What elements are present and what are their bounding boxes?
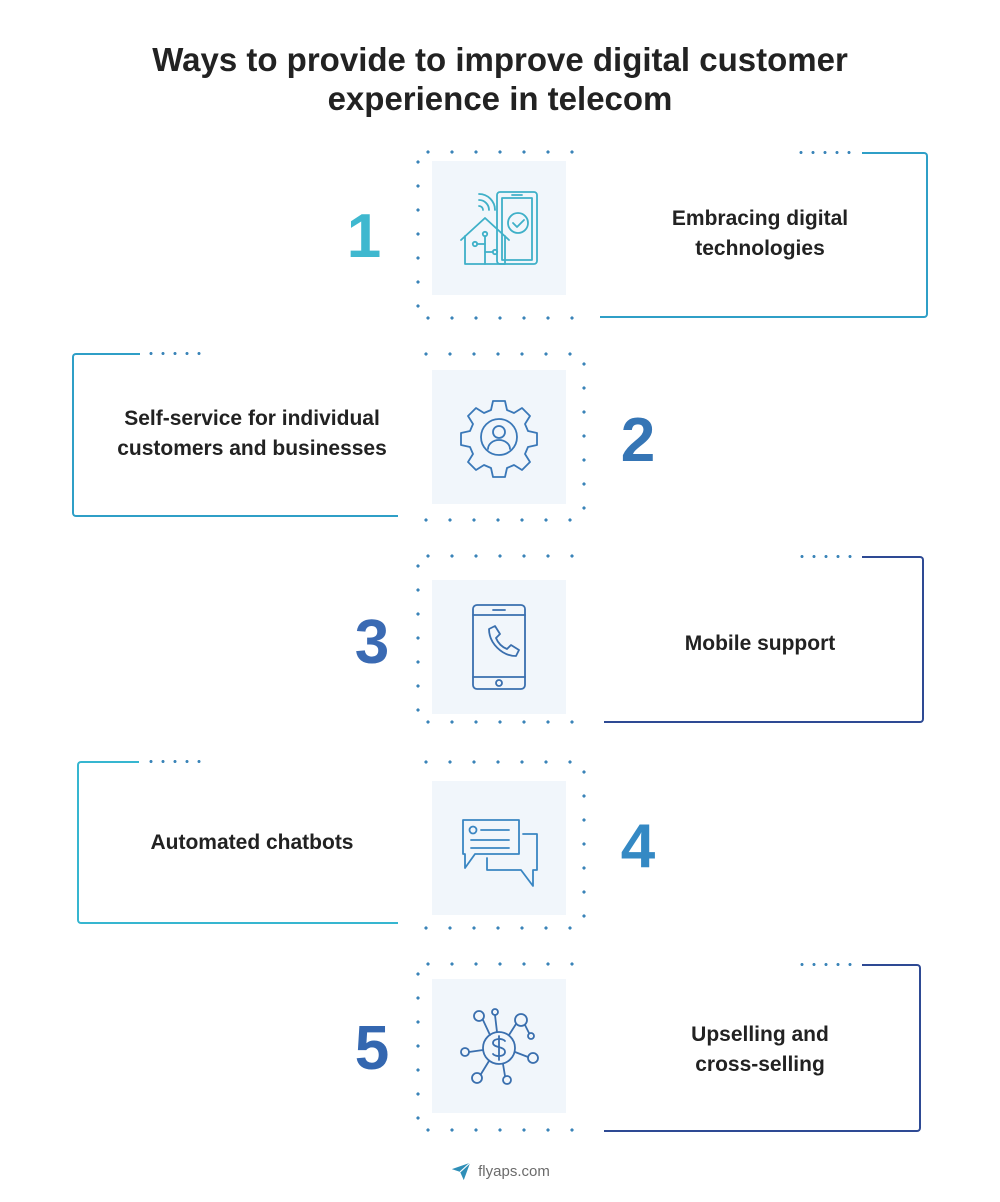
step-number: 5 [354, 1014, 390, 1083]
dotted-box [416, 554, 588, 724]
step-frame [72, 352, 410, 517]
step-frame [77, 760, 409, 924]
step-label: Embracing digital technologies [671, 207, 849, 260]
step-number: 4 [620, 812, 656, 881]
gear-user-icon [460, 400, 538, 478]
dotted-box [414, 760, 586, 930]
step-frame [600, 151, 928, 318]
icon-tile [432, 580, 566, 714]
step-number: 1 [346, 202, 382, 271]
footer-brand[interactable]: flyaps.com [478, 1162, 550, 1180]
paper-plane-icon [451, 1162, 471, 1181]
frame-dots [796, 963, 856, 966]
title-line-1: Ways to provide to improve digital custo… [152, 41, 848, 78]
step-label: Self-service for individual customers an… [117, 407, 387, 460]
dollar-network-icon [460, 1008, 539, 1085]
smart-home-phone-icon [460, 191, 538, 265]
step-frame [604, 555, 924, 723]
step-label: Automated chatbots [150, 831, 354, 854]
step-number: 2 [620, 406, 656, 475]
dotted-box [416, 150, 588, 320]
step-label: Upselling and cross-selling [691, 1023, 829, 1076]
icon-tile [432, 370, 566, 504]
icon-tile [432, 979, 566, 1113]
frame-dots [796, 555, 856, 558]
frame-dots [795, 151, 855, 154]
step-label: Mobile support [684, 632, 836, 655]
title-line-2: experience in telecom [327, 80, 673, 117]
step-number: 3 [354, 608, 390, 677]
icon-tile [432, 781, 566, 915]
mobile-phone-call-icon [472, 604, 526, 690]
icon-tile [432, 161, 566, 295]
dotted-box [414, 352, 586, 522]
chat-bubbles-icon [462, 819, 538, 887]
dotted-box [416, 962, 588, 1132]
page-title: Ways to provide to improve digital custo… [0, 40, 1000, 118]
frame-dots [145, 352, 205, 355]
step-frame [604, 963, 921, 1132]
footer: flyaps.com [0, 1160, 1000, 1182]
frame-dots [145, 760, 205, 763]
